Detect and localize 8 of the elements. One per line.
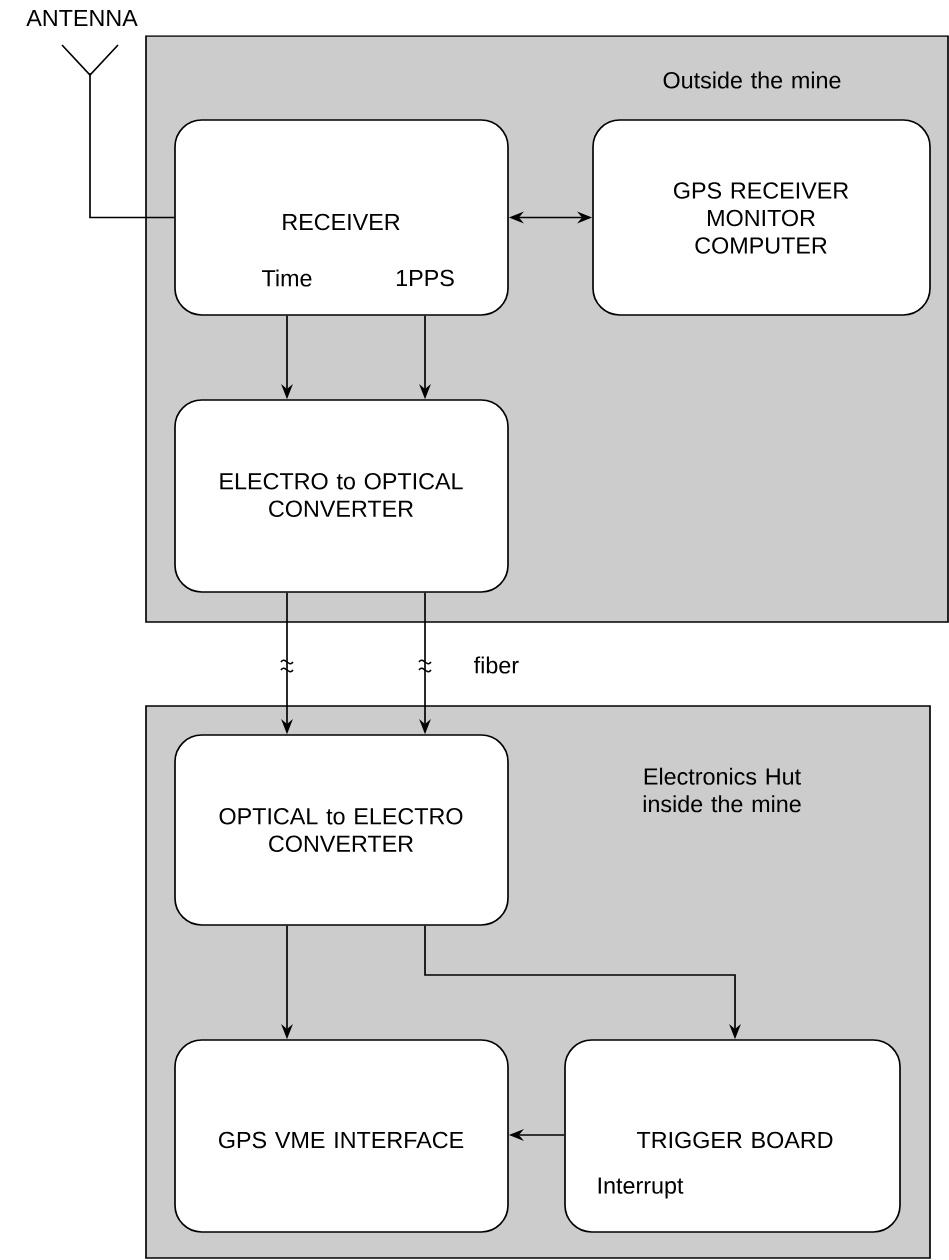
edge-label: fiber xyxy=(470,653,523,677)
process-box: RECEIVER Time 1PPS xyxy=(174,119,509,316)
process-box: GPS RECEIVER MONITOR COMPUTER xyxy=(592,119,931,316)
process-box: ELECTRO to OPTICAL CONVERTER xyxy=(174,399,509,593)
process-box: OPTICAL to ELECTRO CONVERTER xyxy=(174,734,509,926)
process-box: GPS VME INTERFACE xyxy=(174,1039,509,1233)
antenna-label: ANTENNA xyxy=(26,10,138,27)
process-box: TRIGGER BOARD Interrupt xyxy=(564,1039,901,1233)
